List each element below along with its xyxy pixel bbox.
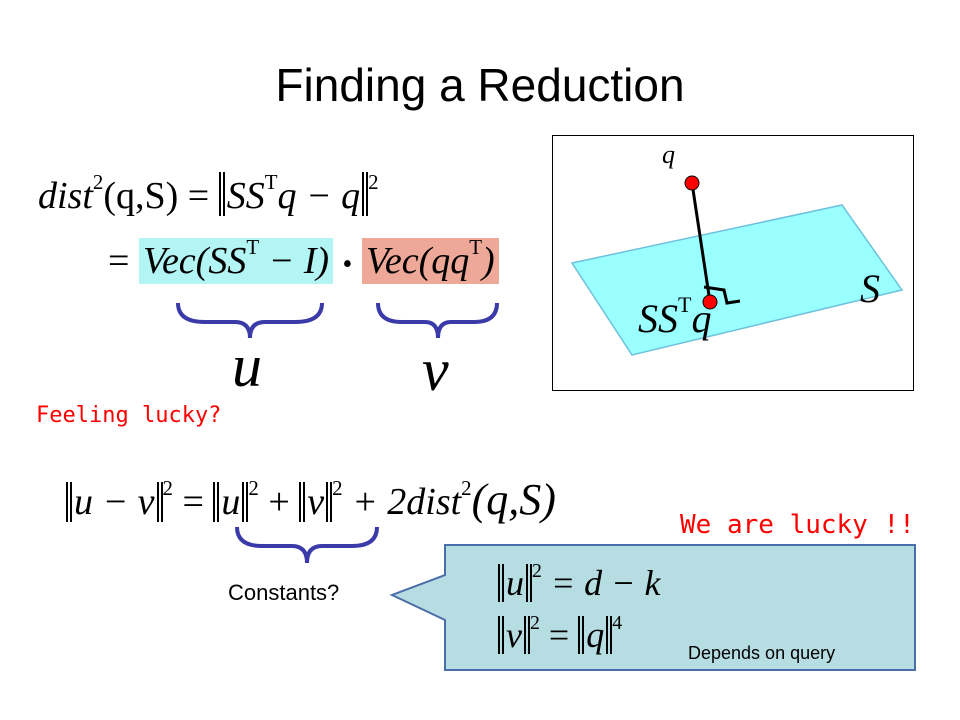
depends-on-query-text: Depends on query bbox=[688, 643, 836, 663]
right-angle-mark bbox=[703, 285, 741, 305]
point-q bbox=[684, 175, 700, 191]
subspace-plane bbox=[570, 204, 904, 356]
diagram-proj-label: SSTq bbox=[638, 292, 712, 341]
equation-vec: = Vec(SST − I) • Vec(qqT) bbox=[108, 235, 499, 284]
we-are-lucky-text: We are lucky !! bbox=[680, 510, 915, 540]
diagram-q-label: q bbox=[662, 140, 675, 169]
slide-title: Finding a Reduction bbox=[275, 59, 685, 111]
vec-v-highlight: Vec(qqT) bbox=[361, 235, 499, 284]
projection-line bbox=[690, 182, 712, 303]
vec-u-highlight: Vec(SST − I) bbox=[138, 235, 334, 284]
feeling-lucky-text: Feeling lucky? bbox=[36, 403, 222, 428]
brace-v bbox=[376, 302, 499, 339]
label-u: u bbox=[232, 333, 262, 399]
label-v: v bbox=[422, 337, 449, 403]
constants-label: Constants? bbox=[228, 580, 340, 605]
brace-constants bbox=[235, 526, 379, 564]
brace-u bbox=[176, 302, 324, 339]
diagram-S-label: S bbox=[860, 266, 880, 311]
point-projection bbox=[702, 294, 718, 310]
projection-diagram bbox=[552, 135, 914, 391]
